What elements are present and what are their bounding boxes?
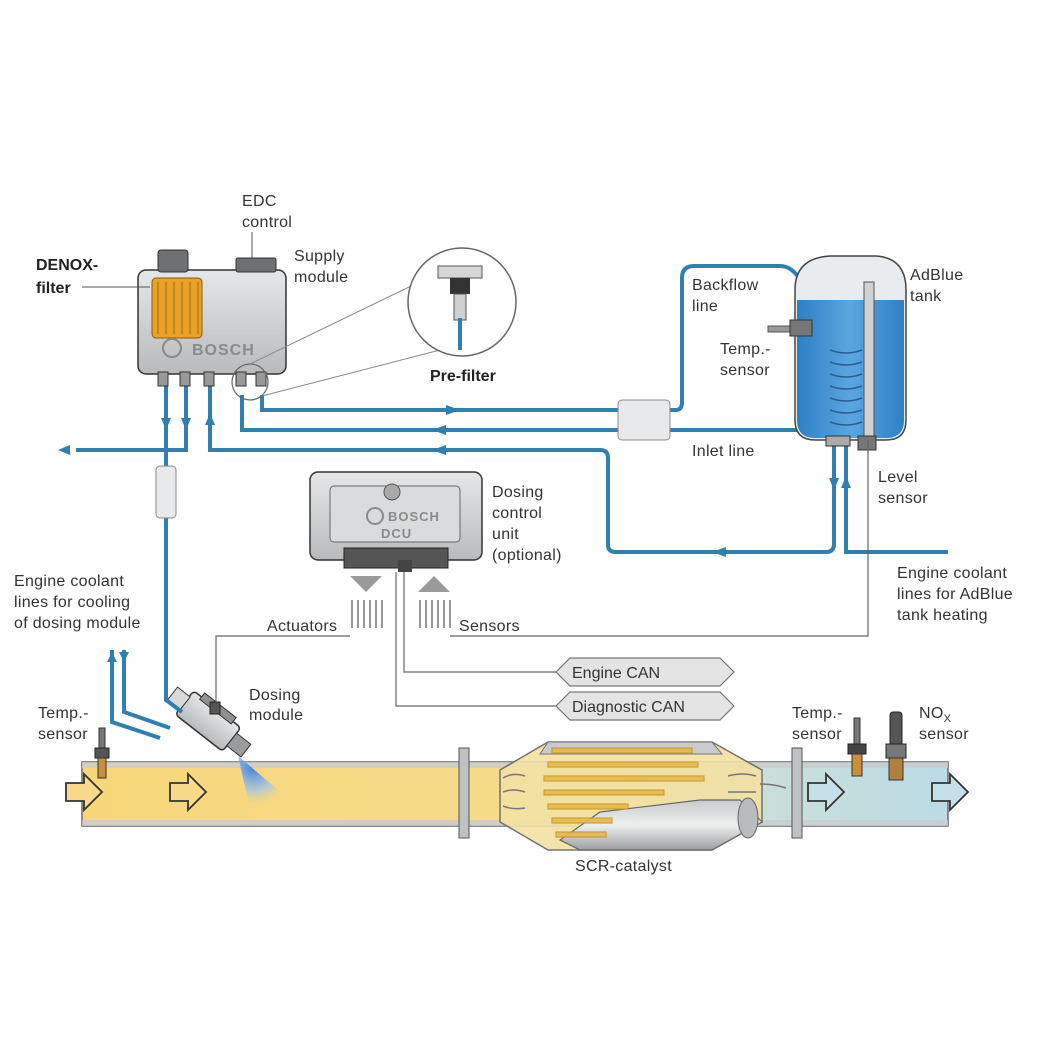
actuators-label: Actuators	[267, 618, 337, 635]
dcu-label-1: Dosing	[492, 484, 544, 501]
nox-label-main: NO	[919, 705, 944, 722]
supply-brand-label: BOSCH	[192, 342, 255, 359]
dosing-label-1: Dosing	[249, 687, 301, 704]
backflow-label-2: line	[692, 298, 718, 315]
coolant-dose-label-3: of dosing module	[14, 615, 141, 632]
sensors-arrow-icon	[418, 576, 450, 592]
supply-label-2: module	[294, 269, 348, 286]
dcu-signal-lines	[215, 440, 869, 707]
temp-tank-label-1: Temp.-	[720, 341, 771, 358]
adblue-label-1: AdBlue	[910, 267, 963, 284]
diagnostic-can-tag: Diagnostic CAN	[555, 691, 735, 721]
prefilter-label: Pre-filter	[430, 368, 496, 385]
temp-left-label-2: sensor	[38, 726, 88, 743]
sensors-label: Sensors	[459, 618, 520, 635]
pre-filter-magnifier	[231, 247, 517, 401]
flow-arrow-icon	[65, 771, 104, 813]
temp-sensor-left	[94, 727, 110, 779]
backflow-label-1: Backflow	[692, 277, 759, 294]
dcu-unit: BOSCH DCU	[309, 471, 483, 572]
engine-can-label: Engine CAN	[572, 665, 660, 682]
adblue-tank	[767, 255, 907, 451]
nox-sensor	[885, 711, 907, 781]
scr-catalyst	[499, 741, 787, 851]
edc-label-2: control	[242, 214, 292, 231]
coolant-dose-label-2: lines for cooling	[14, 594, 130, 611]
actuators-arrow-icon	[350, 576, 382, 592]
dcu-label-3: unit	[492, 526, 519, 543]
temp-tank-label-2: sensor	[720, 362, 770, 379]
dcu-label-2: control	[492, 505, 542, 522]
denox-label-1: DENOX-	[36, 257, 98, 274]
temp-left-label-1: Temp.-	[38, 705, 89, 722]
inlet-line-label: Inlet line	[692, 443, 755, 460]
nox-label-sub: X	[944, 713, 952, 725]
temp-right-label-2: sensor	[792, 726, 842, 743]
dosing-module	[166, 686, 290, 808]
dosing-label-2: module	[249, 707, 303, 724]
adblue-label-2: tank	[910, 288, 942, 305]
nox-label-2: sensor	[919, 726, 969, 743]
flow-arrow-icon	[807, 771, 846, 813]
edc-label-1: EDC	[242, 193, 277, 210]
scr-label: SCR-catalyst	[575, 858, 672, 875]
denox-label-2: filter	[36, 280, 71, 297]
coolant-tank-label-3: tank heating	[897, 607, 988, 624]
level-label-1: Level	[878, 469, 918, 486]
coolant-dose-label-1: Engine coolant	[14, 573, 124, 590]
labels: EDC control Supply module DENOX- filter …	[14, 193, 1013, 875]
flow-arrow-icon	[169, 771, 208, 813]
coolant-tank-label-1: Engine coolant	[897, 565, 1007, 582]
leader-lines	[82, 232, 253, 288]
temp-sensor-right	[847, 717, 867, 777]
nox-label-1: NOX	[919, 705, 952, 725]
supply-label-1: Supply	[294, 248, 345, 265]
dcu-label-4: (optional)	[492, 547, 562, 564]
supply-module: BOSCH	[137, 249, 287, 387]
temp-right-label-1: Temp.-	[792, 705, 843, 722]
level-label-2: sensor	[878, 490, 928, 507]
line-couplings	[155, 399, 671, 519]
dcu-tag-label: DCU	[381, 526, 412, 541]
engine-can-tag: Engine CAN	[555, 657, 735, 687]
line-arrows	[58, 405, 851, 662]
diagnostic-can-label: Diagnostic CAN	[572, 699, 685, 716]
dcu-brand-label: BOSCH	[388, 509, 440, 524]
flow-arrow-icon	[931, 771, 970, 813]
coolant-tank-label-2: lines for AdBlue	[897, 586, 1013, 603]
